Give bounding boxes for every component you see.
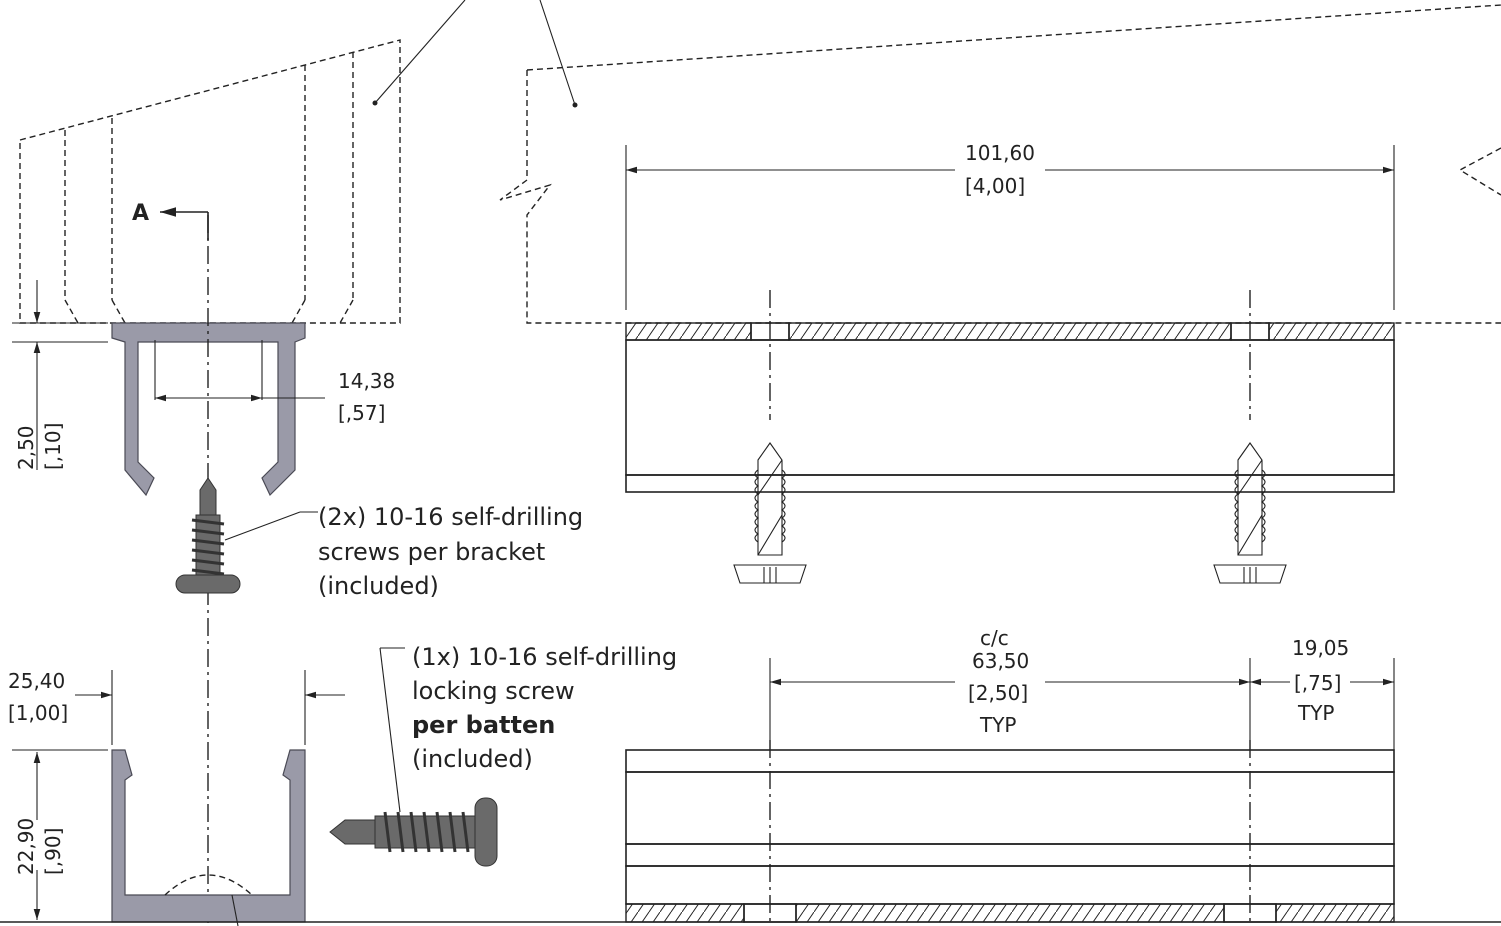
note2-line1: (1x) 10-16 self-drilling bbox=[412, 643, 677, 671]
dim-width-inch: [4,00] bbox=[965, 174, 1025, 198]
dim-end-typ: TYP bbox=[1297, 701, 1335, 725]
note1-line2: screws per bracket bbox=[318, 538, 545, 566]
locking-screw-icon bbox=[329, 797, 498, 867]
dim-cc-inch: [2,50] bbox=[968, 681, 1028, 705]
right-bottom-channel bbox=[625, 749, 1395, 923]
left-upper-batten bbox=[19, 39, 401, 324]
note1-line3: (included) bbox=[318, 572, 439, 600]
right-screw-b-icon bbox=[1213, 442, 1287, 584]
dim-base-h-value: 22,90 bbox=[14, 818, 38, 875]
dim-center-to-center: c/c 63,50 [2,50] TYP bbox=[769, 626, 1251, 750]
bracket-screw-icon bbox=[174, 476, 242, 595]
dim-end-value: 19,05 bbox=[1292, 636, 1349, 660]
dim-width: 101,60 [4,00] bbox=[625, 141, 1395, 310]
note2-line3: per batten bbox=[412, 711, 555, 739]
dim-cc-typ: TYP bbox=[979, 713, 1017, 737]
top-bracket bbox=[111, 322, 306, 497]
section-marker: A bbox=[132, 201, 209, 240]
dim-gap-value: 14,38 bbox=[338, 369, 395, 393]
dim-top-h-inch: [,10] bbox=[41, 423, 65, 470]
dim-base-height: 22,90 [,90] bbox=[12, 749, 108, 920]
dim-cc-value: 63,50 bbox=[972, 649, 1029, 673]
dim-gap: 14,38 [,57] bbox=[154, 340, 395, 425]
top-leaders bbox=[372, 0, 578, 108]
right-top-bracket bbox=[625, 322, 1395, 493]
note1-line1: (2x) 10-16 self-drilling bbox=[318, 503, 583, 531]
note-bracket-screws: (2x) 10-16 self-drilling screws per brac… bbox=[224, 503, 583, 600]
channel-leader bbox=[231, 894, 239, 926]
right-upper-batten bbox=[499, 4, 1501, 324]
dim-top-height: 2,50 [,10] bbox=[12, 280, 108, 470]
dim-base-width: 25,40 [1,00] bbox=[8, 669, 345, 745]
dim-base-w-value: 25,40 bbox=[8, 669, 65, 693]
dim-gap-inch: [,57] bbox=[338, 401, 385, 425]
section-label: A bbox=[132, 201, 149, 226]
note-locking-screw: (1x) 10-16 self-drilling locking screw p… bbox=[379, 643, 677, 813]
dim-base-w-inch: [1,00] bbox=[8, 701, 68, 725]
dim-top-h-value: 2,50 bbox=[14, 425, 38, 470]
dim-width-value: 101,60 bbox=[965, 141, 1035, 165]
dim-end-inch: [,75] bbox=[1294, 671, 1341, 695]
dim-base-h-inch: [,90] bbox=[41, 828, 65, 875]
dim-cc-label: c/c bbox=[980, 626, 1009, 650]
dim-end-offset: 19,05 [,75] TYP bbox=[1250, 636, 1395, 750]
right-screw-a-icon bbox=[733, 442, 807, 584]
note2-line4: (included) bbox=[412, 745, 533, 773]
note2-line2: locking screw bbox=[412, 677, 575, 705]
